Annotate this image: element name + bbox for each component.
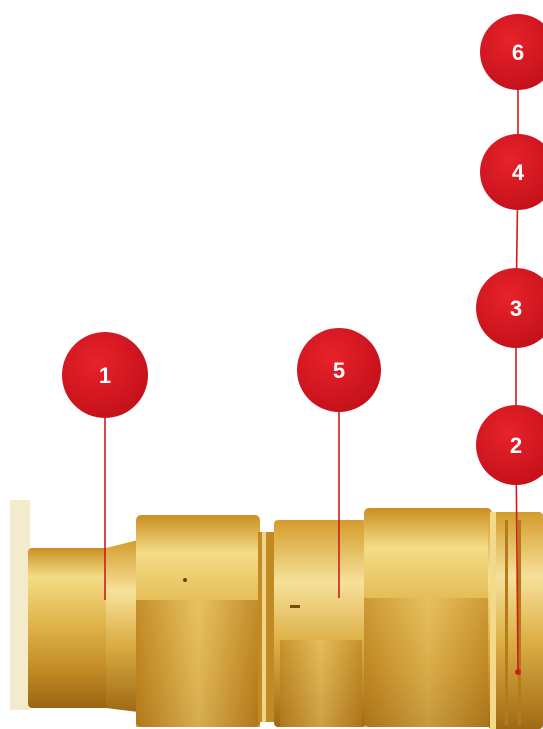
callout-4-label: 4 <box>512 160 525 185</box>
callout-4: 4 <box>480 134 543 210</box>
callout-5-label: 5 <box>333 358 345 383</box>
tube-stub <box>28 548 110 708</box>
leader-anchor-2 <box>515 669 521 675</box>
brass-fitting <box>10 500 543 729</box>
end-cap <box>488 512 543 729</box>
callout-5: 5 <box>297 328 381 412</box>
neck-ring <box>258 532 276 722</box>
callout-3: 3 <box>476 268 543 348</box>
callout-1-label: 1 <box>99 363 111 388</box>
callout-3-label: 3 <box>510 296 522 321</box>
hex-nut-left-face <box>136 600 260 727</box>
callout-2-label: 2 <box>510 433 522 458</box>
callout-1: 1 <box>62 332 148 418</box>
taper-collar <box>106 540 138 712</box>
callout-6: 6 <box>480 14 543 90</box>
callout-2: 2 <box>476 405 543 485</box>
callout-6-label: 6 <box>512 40 524 65</box>
